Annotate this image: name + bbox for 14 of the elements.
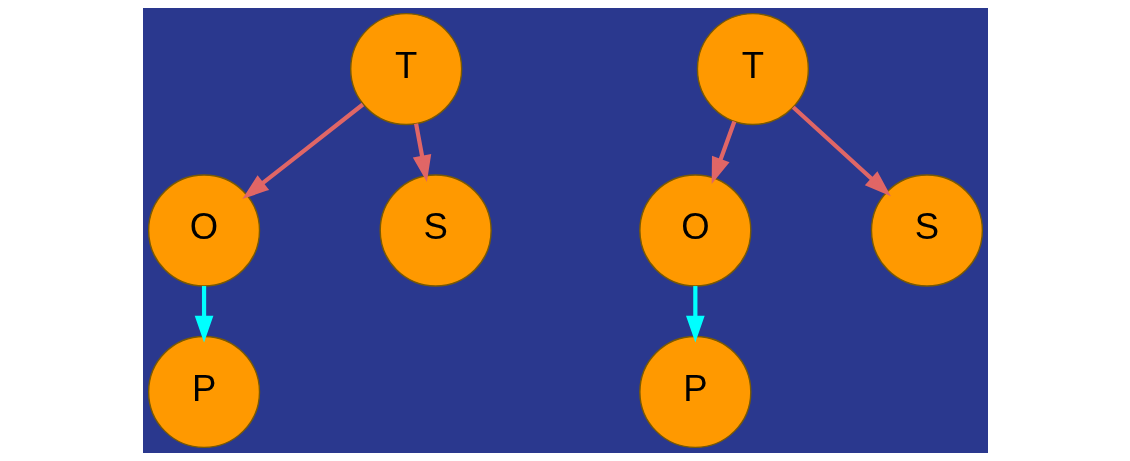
node-circle: P	[147, 335, 260, 449]
arrow	[791, 105, 891, 197]
arrow	[412, 123, 431, 182]
node-circle: O	[147, 174, 260, 287]
node-circle: S	[870, 174, 983, 287]
node-circle: S	[379, 174, 492, 287]
arrow	[711, 120, 736, 185]
node-circle: O	[638, 174, 751, 287]
node-circle: P	[638, 335, 751, 449]
node-circle: T	[349, 12, 462, 126]
arrow	[194, 286, 213, 343]
arrow	[685, 286, 705, 343]
node-circle: T	[696, 12, 809, 126]
arrow	[241, 102, 364, 200]
